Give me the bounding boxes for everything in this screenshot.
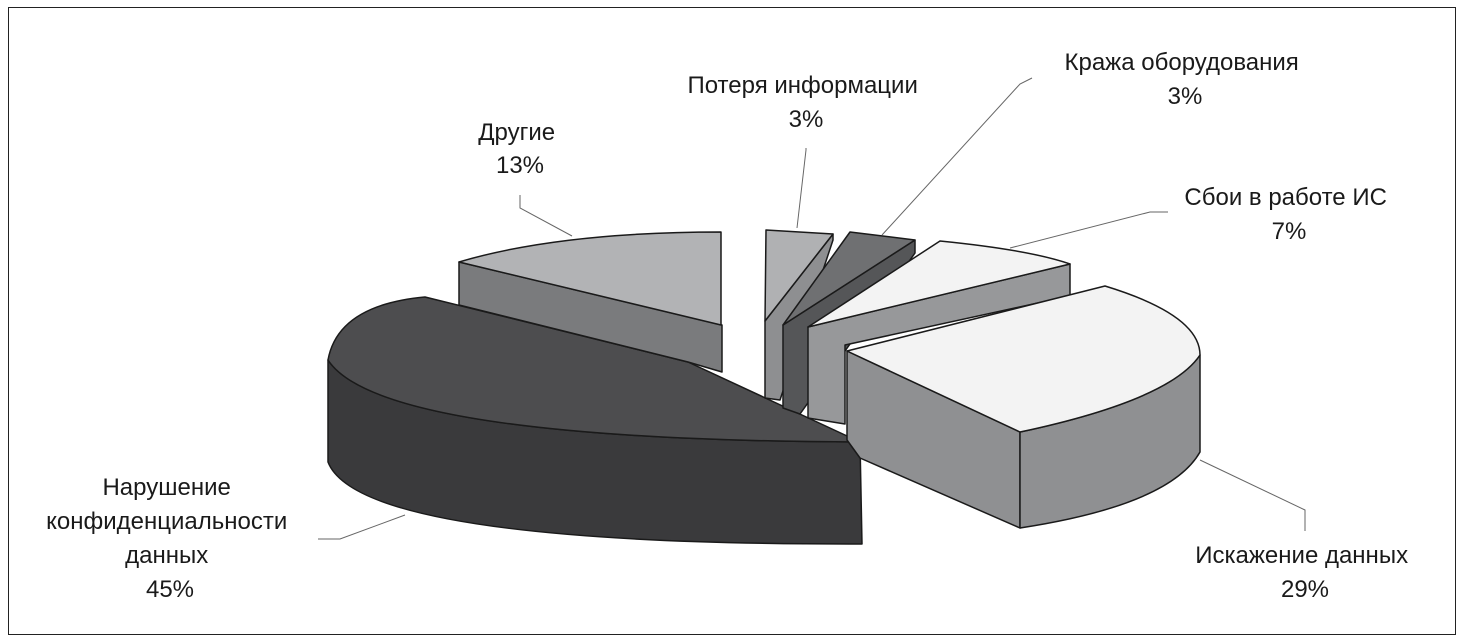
- leader-other: [519, 195, 573, 237]
- label-is-failures: Сбои в работе ИС 7%: [1184, 184, 1393, 245]
- slice-confidentiality-breach: [327, 296, 863, 545]
- leader-equipment-theft: [881, 77, 1033, 236]
- label-other: Другие 13%: [478, 119, 562, 179]
- leader-is-failures: [1009, 211, 1168, 249]
- slice-data-distortion: [846, 285, 1201, 529]
- leader-info-loss: [796, 148, 807, 229]
- leader-confidentiality-breach: [318, 514, 406, 540]
- leader-lines: [318, 77, 1306, 540]
- leader-data-distortion: [1199, 459, 1306, 531]
- label-info-loss: Потеря информации 3%: [687, 72, 924, 133]
- slice-labels: Другие 13% Потеря информации 3% Кража об…: [46, 49, 1414, 603]
- slice-is-failures: [807, 240, 1071, 425]
- label-confidentiality-breach: Нарушение конфиденциальности данных 45%: [46, 474, 294, 603]
- label-data-distortion: Искажение данных 29%: [1195, 542, 1414, 603]
- slices-layer: [327, 229, 1201, 545]
- slice-other: [458, 231, 723, 373]
- label-equipment-theft: Кража оборудования 3%: [1065, 49, 1306, 110]
